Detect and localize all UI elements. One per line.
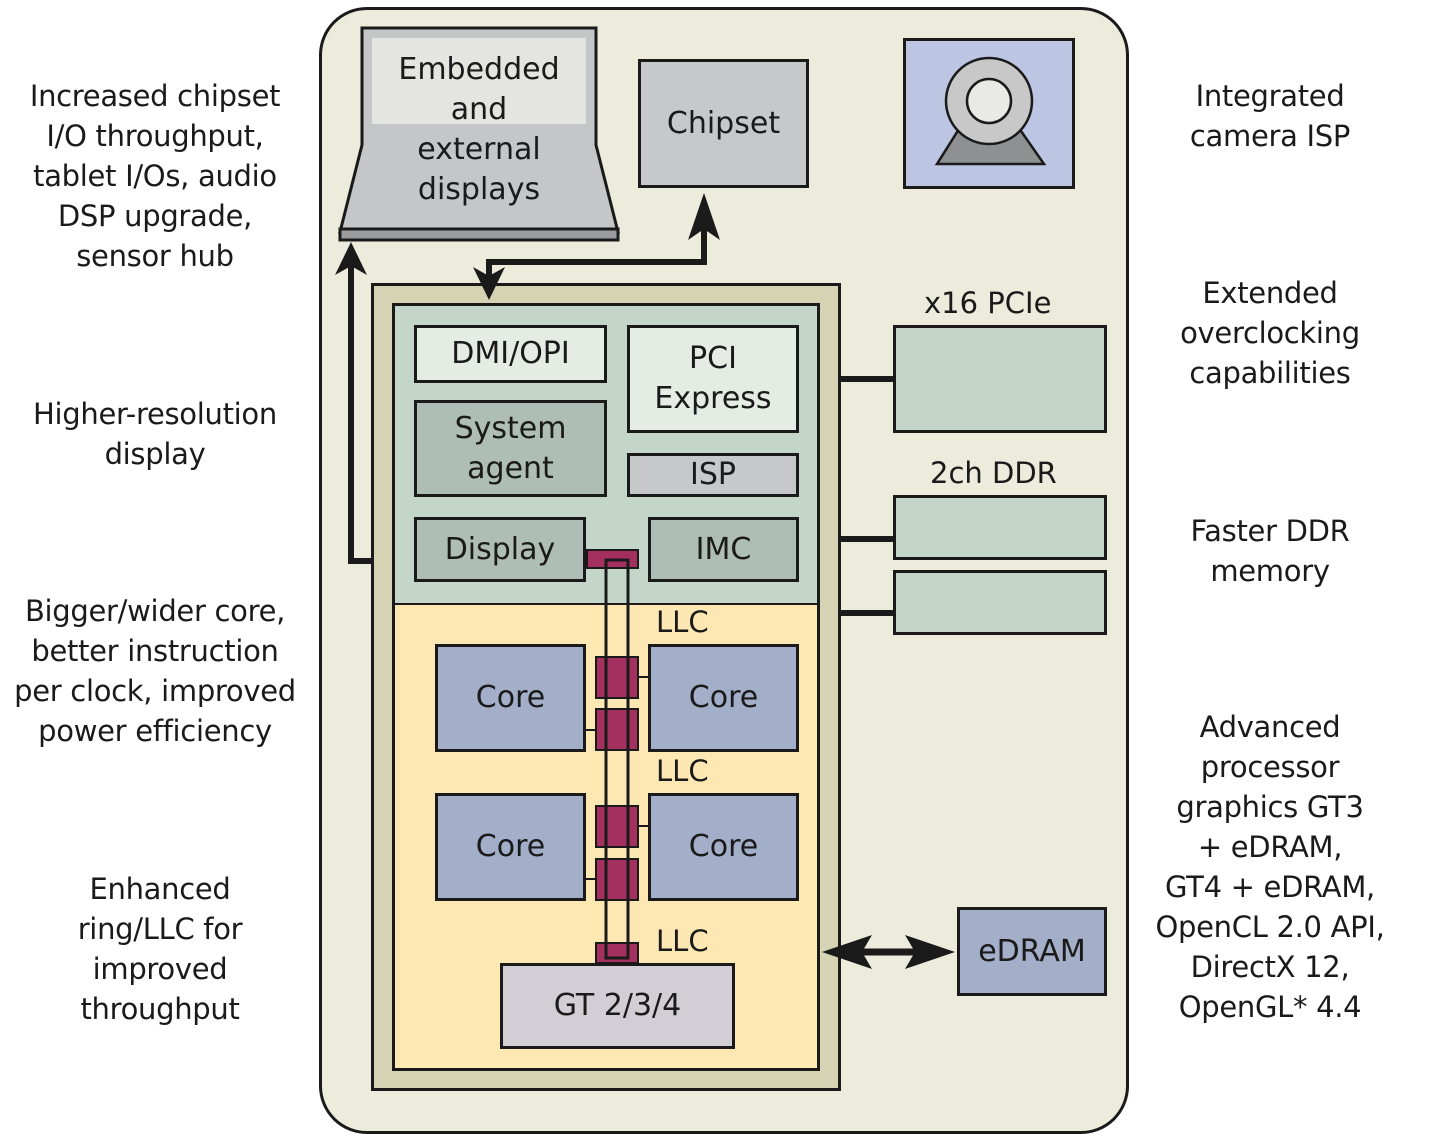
core-block[interactable]: Core xyxy=(435,644,586,752)
ring-stop-gt xyxy=(595,942,639,964)
ddr-channel[interactable] xyxy=(893,495,1107,560)
pcie-slot[interactable] xyxy=(893,325,1107,433)
chipset-box[interactable]: Chipset xyxy=(638,59,809,188)
camera-isp-box xyxy=(903,38,1075,189)
imc-block[interactable]: IMC xyxy=(648,517,799,582)
ring-stop xyxy=(595,708,639,751)
note-higher-resolution-display: Higher-resolution display xyxy=(33,397,277,471)
note-faster-ddr: Faster DDR memory xyxy=(1190,514,1350,588)
llc-label: LLC xyxy=(656,754,709,788)
ring-stop xyxy=(595,858,639,901)
gt-graphics-block[interactable]: GT 2/3/4 xyxy=(500,963,735,1049)
core-block[interactable]: Core xyxy=(648,644,799,752)
system-agent-block[interactable]: System agent xyxy=(414,400,607,497)
camera-icon xyxy=(934,56,1047,166)
display-engine-block[interactable]: Display xyxy=(414,517,586,582)
ddr-channel[interactable] xyxy=(893,570,1107,635)
ddr-label: 2ch DDR xyxy=(930,456,1057,490)
pcie-label: x16 PCIe xyxy=(924,286,1052,320)
pci-express-block[interactable]: PCI Express xyxy=(627,325,799,433)
llc-label: LLC xyxy=(656,924,709,958)
dmi-opi-block[interactable]: DMI/OPI xyxy=(414,325,607,383)
ring-stop xyxy=(595,805,639,848)
edram-block[interactable]: eDRAM xyxy=(957,907,1107,996)
note-camera-isp: Integrated camera ISP xyxy=(1189,79,1351,153)
ring-stop-system-agent xyxy=(586,549,639,569)
core-block[interactable]: Core xyxy=(435,793,586,901)
note-chipset-io: Increased chipset I/O throughput, tablet… xyxy=(29,79,281,273)
isp-block[interactable]: ISP xyxy=(627,453,799,497)
note-enhanced-ring: Enhanced ring/LLC for improved throughpu… xyxy=(77,872,243,1026)
note-advanced-graphics: Advanced processor graphics GT3 + eDRAM,… xyxy=(1155,710,1385,1024)
llc-label: LLC xyxy=(656,605,709,639)
core-block[interactable]: Core xyxy=(648,793,799,901)
displays-label: Embedded and external displays xyxy=(398,52,560,207)
note-overclocking: Extended overclocking capabilities xyxy=(1180,276,1360,390)
ring-stop xyxy=(595,656,639,699)
note-bigger-core: Bigger/wider core, better instruction pe… xyxy=(14,594,296,748)
